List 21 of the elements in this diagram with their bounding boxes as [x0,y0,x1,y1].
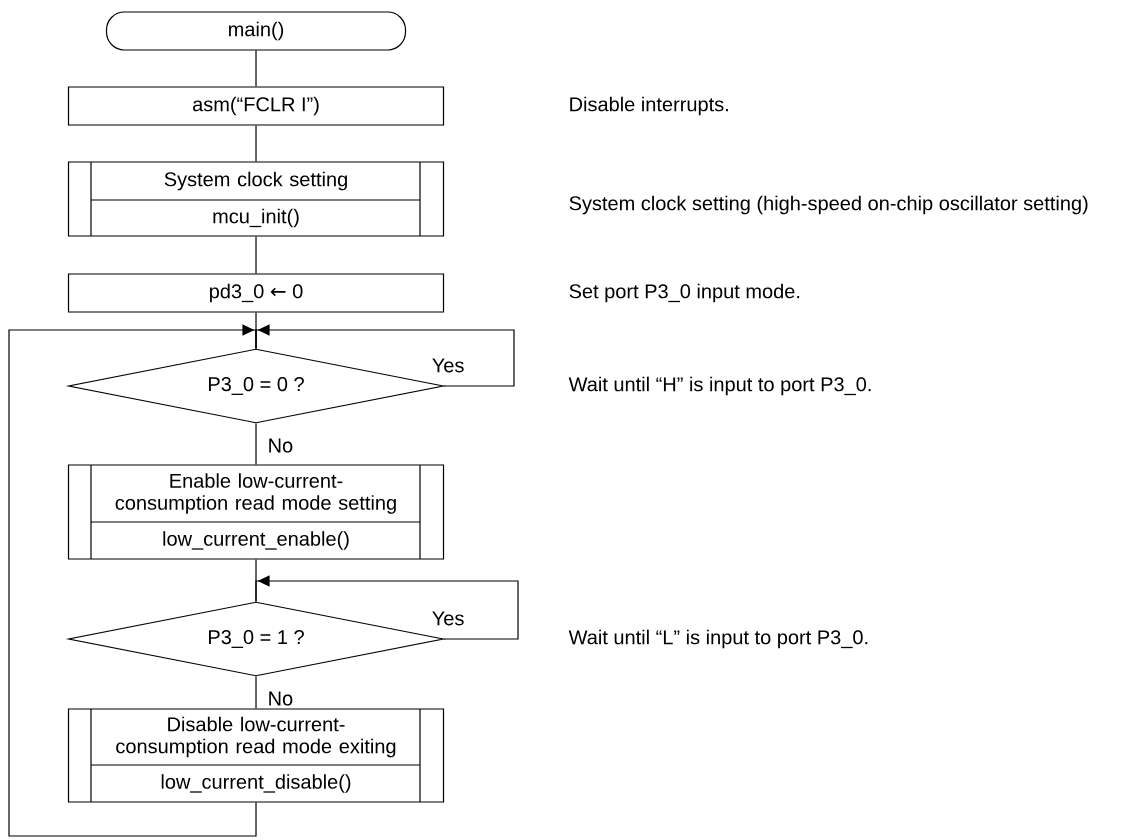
terminal-box: main() [105,11,407,51]
process-box: asm(“FCLR I”) [67,86,445,126]
annotation-text: Wait until “L” is input to port P3_0. [568,629,868,649]
connector [255,125,257,162]
process-box: pd3_0 ← 0 [67,273,445,313]
connector [255,50,257,87]
connector [255,676,257,709]
connector [8,324,257,837]
connector [255,324,515,387]
connector [255,423,257,465]
annotation-text: System clock setting (high-speed on-chip oscillator setting) [569,195,1088,215]
edge-label: No [266,437,295,454]
connector [255,236,257,274]
subroutine-box: System clock setting mcu_init() [67,161,445,237]
annotation-text: Wait until “H” is input to port P3_0. [568,376,871,396]
annotation-text: Set port P3_0 input mode. [569,283,800,303]
subroutine-box: Disable low-current-consumption read mode exiting low_current_disable() [67,708,445,803]
connector [255,575,519,640]
annotation-text: Disable interrupts. [570,96,728,116]
edge-label: No [266,690,295,707]
subroutine-box: Enable low-current-consumption read mode setting low_current_enable() [67,464,445,560]
